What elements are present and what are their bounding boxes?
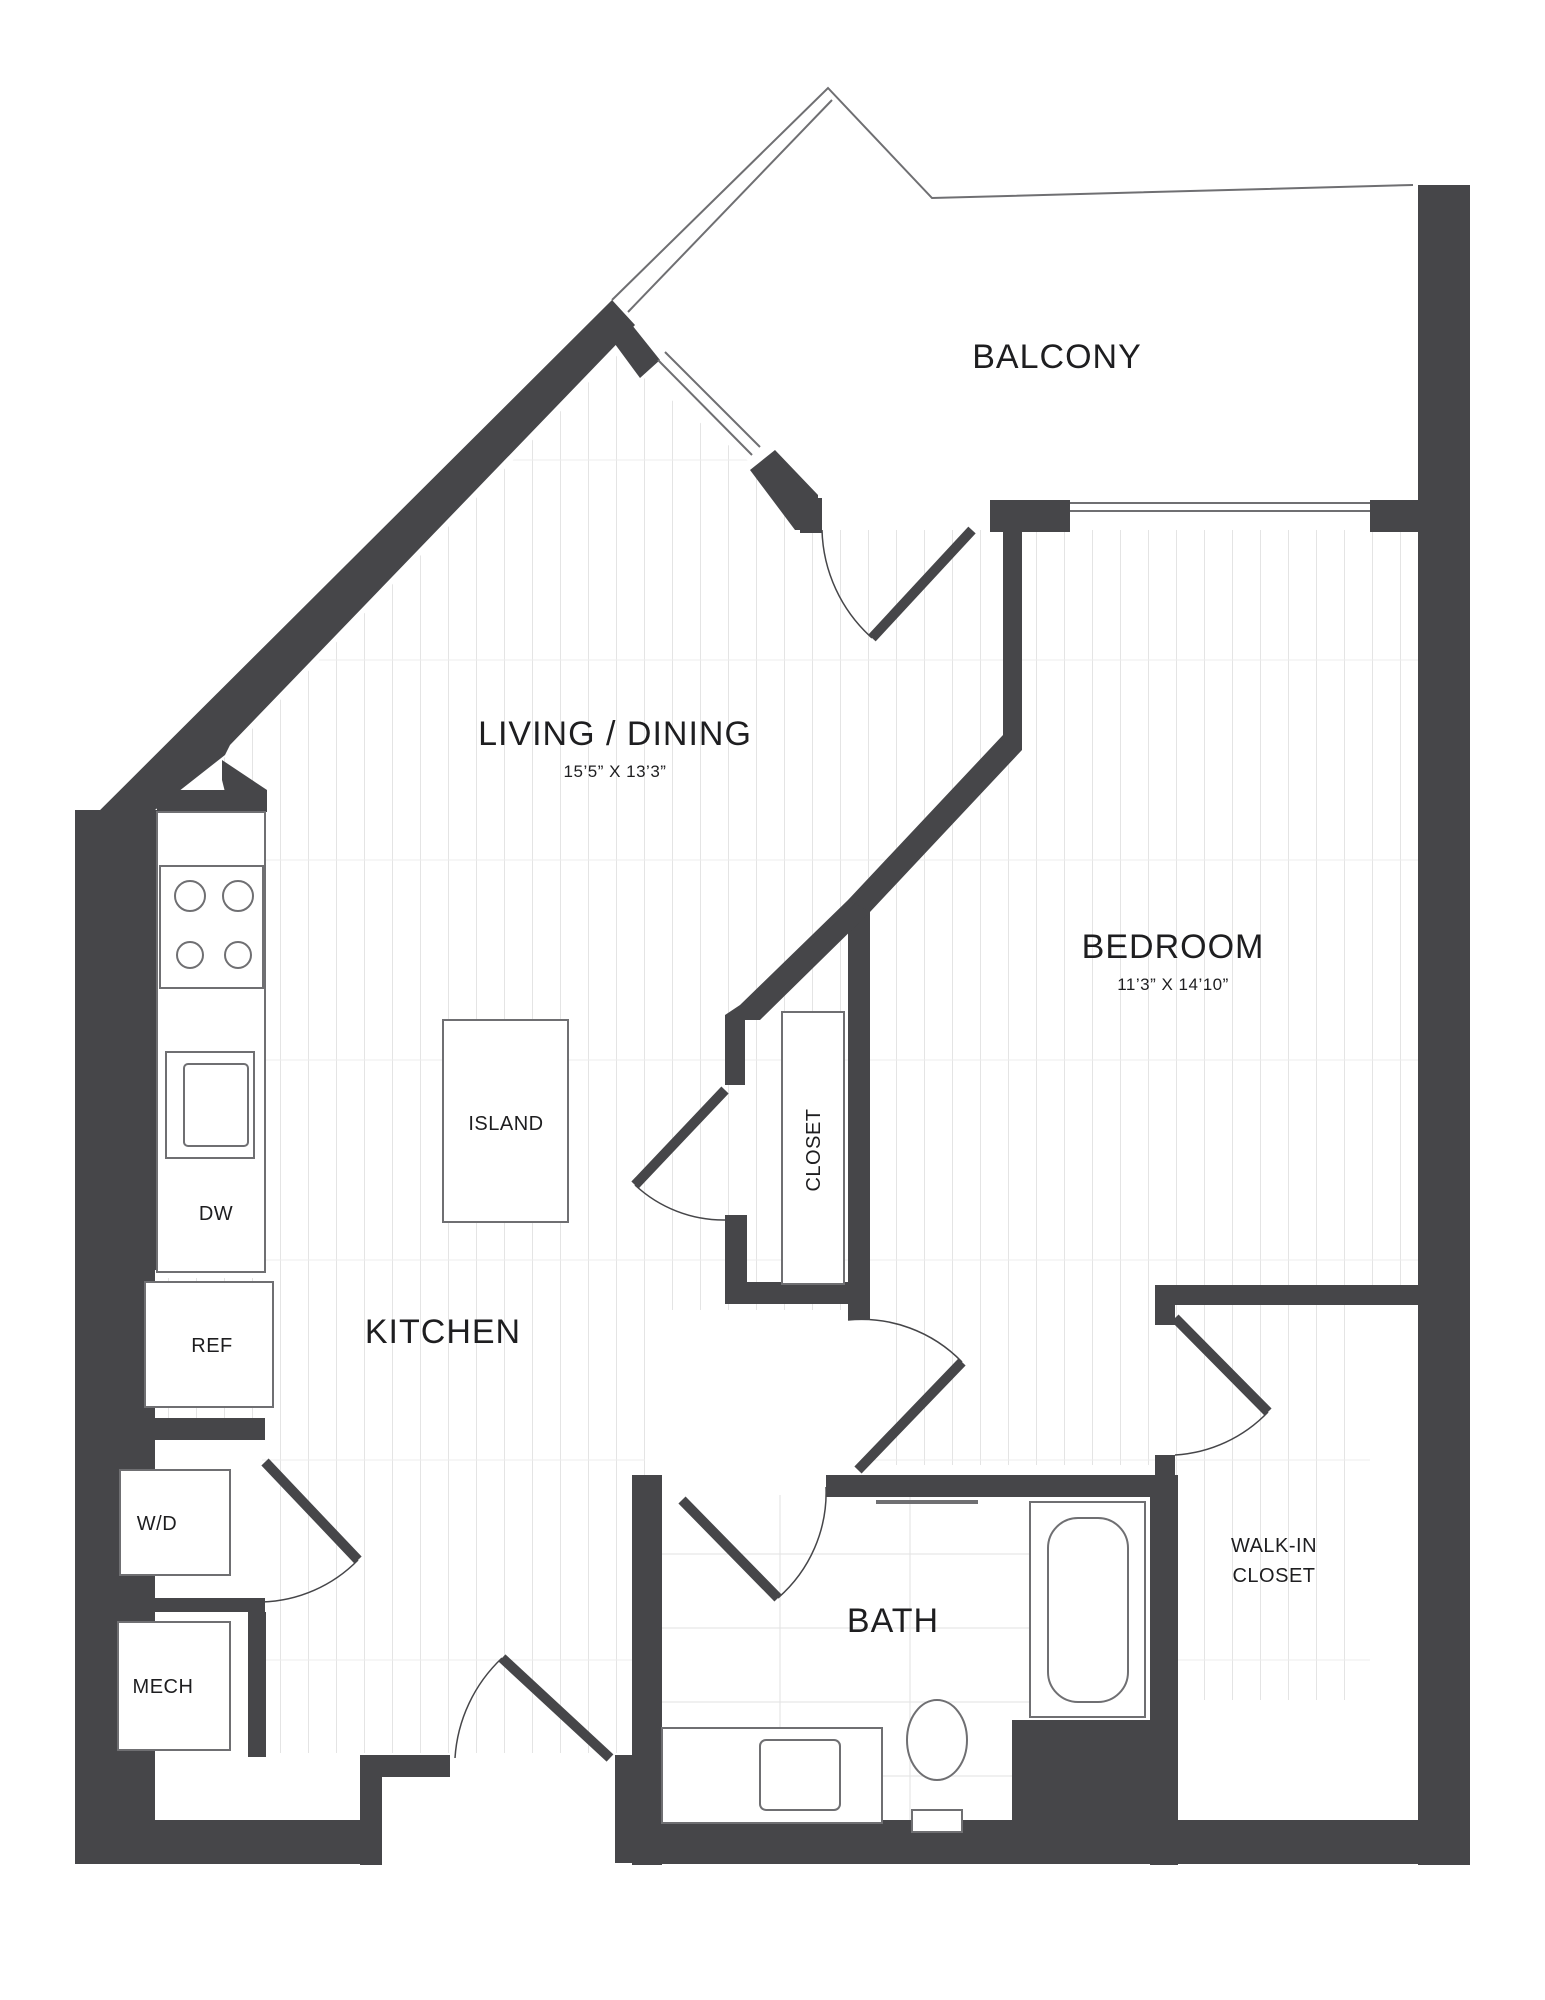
door-balcony-leaf[interactable] bbox=[868, 526, 976, 642]
bedroom-floor bbox=[870, 530, 1433, 1465]
wall-bottom-left bbox=[75, 1820, 380, 1864]
wall-bottom-stub2 bbox=[360, 1755, 450, 1777]
wall-balcony-right bbox=[1370, 500, 1425, 532]
wall-bottom-stub bbox=[360, 1755, 382, 1865]
doors bbox=[261, 526, 1272, 1762]
wall-bath-right bbox=[1150, 1475, 1178, 1865]
wall-bedroom-left bbox=[848, 530, 1022, 1320]
floor-areas bbox=[95, 355, 1433, 1825]
wall-kitchen-top bbox=[157, 790, 267, 812]
balcony-slider-1 bbox=[657, 359, 753, 456]
bath-fixtures bbox=[661, 1500, 1146, 1833]
range bbox=[159, 865, 264, 989]
burner-icon bbox=[224, 941, 252, 969]
ref-label: REF bbox=[191, 1335, 233, 1357]
wall-laundry-left bbox=[75, 1270, 93, 1850]
balcony-railing bbox=[611, 86, 1414, 301]
door-bedroom-swing bbox=[847, 1318, 963, 1363]
refrigerator bbox=[144, 1281, 274, 1408]
walkin-floor bbox=[1175, 1305, 1370, 1700]
door-bath-leaf[interactable] bbox=[678, 1496, 782, 1602]
door-bath-swing bbox=[777, 1486, 827, 1599]
laundry-fixtures bbox=[117, 1469, 231, 1751]
toilet-bowl bbox=[906, 1699, 968, 1781]
wd-label: W/D bbox=[137, 1513, 177, 1535]
living-dimensions: 15’5” X 13’3” bbox=[564, 762, 667, 781]
wall-laundry-top bbox=[75, 1418, 265, 1440]
kitchen-label: KITCHEN bbox=[365, 1313, 521, 1351]
bath-label: BATH bbox=[847, 1602, 939, 1640]
door-walkin-leaf[interactable] bbox=[1171, 1314, 1272, 1416]
dw-label: DW bbox=[199, 1203, 233, 1225]
balcony-outline bbox=[611, 86, 1414, 512]
bedroom-label: BEDROOM bbox=[1082, 928, 1265, 966]
toilet-tank bbox=[911, 1809, 963, 1833]
mech-unit bbox=[117, 1621, 231, 1751]
walkin-label-line1: WALK-IN bbox=[1231, 1535, 1317, 1557]
door-entry-leaf[interactable] bbox=[498, 1654, 614, 1762]
wall-bath-left bbox=[632, 1475, 662, 1865]
burner-icon bbox=[174, 880, 206, 912]
wall-balcony-mid bbox=[990, 500, 1070, 532]
kitchen-fixtures bbox=[144, 811, 569, 1408]
counter-outline bbox=[156, 811, 266, 1273]
wall-balcony-corner bbox=[612, 300, 660, 378]
washer-dryer bbox=[119, 1469, 231, 1576]
living-label: LIVING / DINING bbox=[478, 715, 752, 753]
wall-closet-left bbox=[725, 1215, 747, 1303]
door-bedroom-leaf[interactable] bbox=[854, 1358, 966, 1474]
wall-balcony-left-jamb bbox=[800, 498, 822, 533]
bedroom-dimensions: 11’3” X 14’10” bbox=[1117, 975, 1229, 994]
kitchen-sink bbox=[165, 1051, 255, 1159]
wall-bath-closet-block bbox=[1012, 1720, 1150, 1860]
wall-kitchen-left bbox=[75, 810, 157, 1270]
door-balcony-swing bbox=[821, 529, 873, 639]
wall-laundry-mid bbox=[75, 1598, 265, 1612]
wall-walkin-left-lower bbox=[1155, 1455, 1175, 1485]
wall-closet-bottom bbox=[725, 1282, 870, 1304]
wall-bath-top-right bbox=[826, 1475, 1176, 1497]
burner-icon bbox=[222, 880, 254, 912]
kitchen-sink-basin bbox=[183, 1063, 249, 1147]
door-walkin-swing bbox=[1174, 1411, 1269, 1456]
bathtub-basin bbox=[1047, 1517, 1129, 1703]
closet-shelf bbox=[781, 1011, 845, 1285]
island-label: ISLAND bbox=[468, 1113, 543, 1135]
door-entry-swing bbox=[454, 1657, 503, 1759]
balcony-label: BALCONY bbox=[972, 338, 1142, 376]
wall-laundry-right bbox=[248, 1612, 266, 1757]
wall-walkin-top bbox=[1155, 1285, 1425, 1305]
door-closet-leaf[interactable] bbox=[631, 1086, 729, 1189]
door-laundry-swing bbox=[261, 1559, 359, 1603]
island bbox=[442, 1019, 569, 1223]
wall-walkin-left bbox=[1155, 1285, 1175, 1325]
vanity-sink bbox=[759, 1739, 841, 1811]
closet-label: CLOSET bbox=[803, 1108, 825, 1191]
burner-icon bbox=[176, 941, 204, 969]
wall-right-exterior bbox=[1418, 185, 1470, 1865]
balcony-rail-inner bbox=[627, 99, 833, 313]
door-laundry-leaf[interactable] bbox=[261, 1458, 362, 1564]
walkin-label-line2: CLOSET bbox=[1232, 1565, 1315, 1587]
mech-label: MECH bbox=[133, 1676, 194, 1698]
door-closet-swing bbox=[634, 1184, 726, 1221]
balcony-slider-2 bbox=[664, 351, 761, 448]
wall-closet-diag bbox=[725, 900, 870, 1085]
